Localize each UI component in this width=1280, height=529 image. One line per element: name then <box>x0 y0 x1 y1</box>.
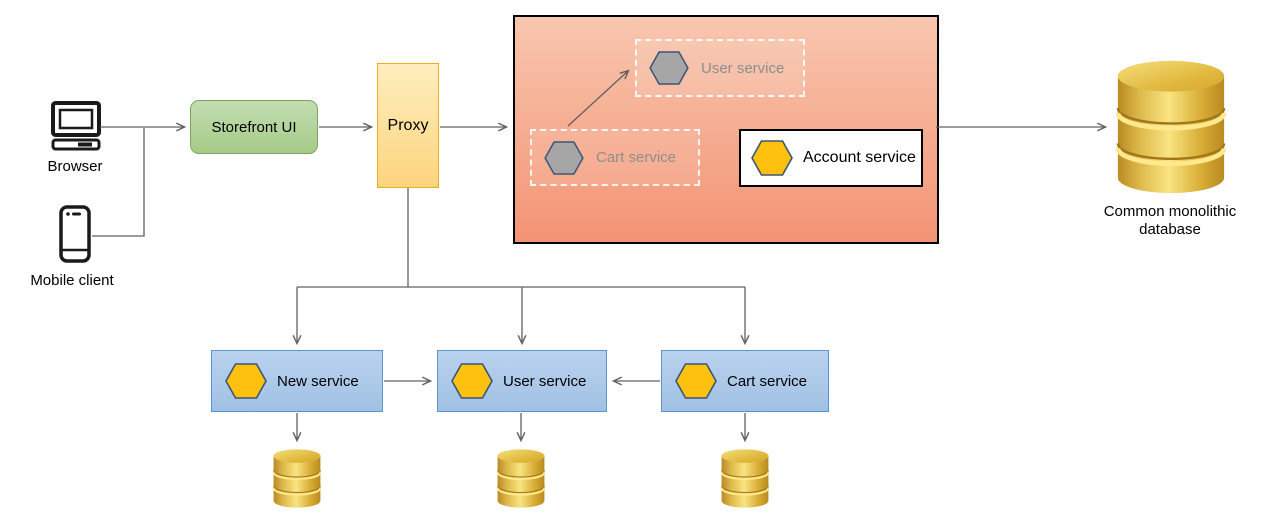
browser-label: Browser <box>47 158 103 175</box>
hexagon-icon <box>675 363 717 399</box>
mobile-client-label: Mobile client <box>30 272 114 289</box>
cart-service-label: Cart service <box>727 372 808 390</box>
hexagon-icon <box>451 363 493 399</box>
common-database-label: Common monolithic database <box>1103 203 1237 238</box>
user-service-node: User service <box>437 350 607 412</box>
monolith-cart-service-label: Cart service <box>596 149 677 166</box>
hexagon-icon <box>225 363 267 399</box>
monolith-cart-service-node: Cart service <box>530 129 700 186</box>
database-cylinder-icon <box>1112 56 1230 198</box>
database-cylinder-icon <box>495 447 547 510</box>
new-service-label: New service <box>277 372 359 390</box>
monolith-user-service-label: User service <box>701 59 785 77</box>
account-service-node: Account service <box>739 129 923 187</box>
database-cylinder-icon <box>271 447 323 510</box>
new-service-node: New service <box>211 350 383 412</box>
monolith-container: User service Cart service Account servic… <box>513 15 939 244</box>
hexagon-icon <box>544 141 584 175</box>
hexagon-icon <box>751 140 793 176</box>
smartphone-icon <box>59 205 91 263</box>
hexagon-icon <box>649 51 689 85</box>
monitor-icon <box>51 101 101 151</box>
account-service-label: Account service <box>803 149 916 166</box>
database-cylinder-icon <box>719 447 771 510</box>
storefront-ui-label: Storefront UI <box>211 118 297 136</box>
cart-service-node: Cart service <box>661 350 829 412</box>
monolith-user-service-node: User service <box>635 39 805 97</box>
user-service-label: User service <box>503 372 587 390</box>
proxy-label: Proxy <box>387 116 429 134</box>
storefront-ui-node: Storefront UI <box>190 100 318 154</box>
proxy-node: Proxy <box>377 63 439 188</box>
